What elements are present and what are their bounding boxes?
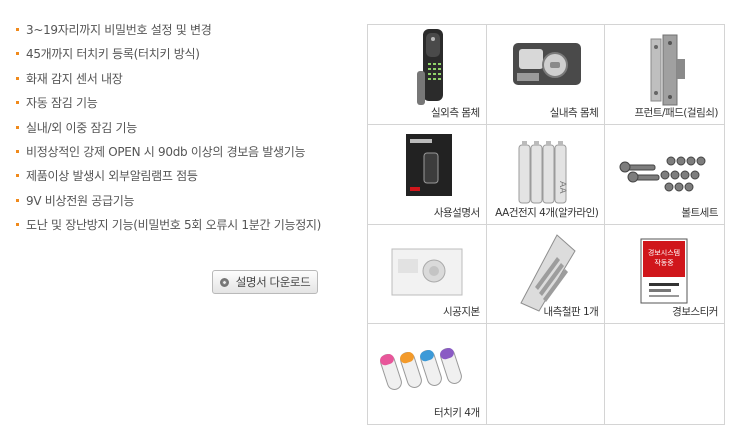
feature-item: 제품이상 발생시 외부알림램프 점등 (14, 164, 321, 188)
component-cell-empty (487, 324, 606, 424)
bullet-icon (16, 198, 19, 202)
component-label: 내측철판 1개 (543, 306, 599, 319)
feature-item: 도난 및 장난방지 기능(비밀번호 5회 오류시 1분간 기능정지) (14, 213, 321, 237)
steel-plate-icon (519, 233, 576, 312)
feature-item: 화재 감지 센서 내장 (14, 67, 321, 91)
outdoor-body-icon (417, 29, 443, 105)
bullet-icon (16, 52, 19, 56)
svg-text:작동중: 작동중 (655, 258, 675, 267)
bullet-icon (16, 174, 19, 178)
bullet-icon (16, 76, 19, 80)
template-icon (391, 248, 463, 295)
component-label: 실외측 몸체 (431, 106, 480, 119)
feature-item: 비정상적인 강제 OPEN 시 90db 이상의 경보음 발생기능 (14, 140, 321, 164)
component-label: 실내측 몸체 (549, 106, 599, 119)
component-cell-outdoor-body: 실외측 몸체 (368, 25, 487, 125)
component-cell-manual: 사용설명서 (368, 124, 487, 225)
component-cell-front-pad: 프런트/패드(걸림쇠) (605, 25, 724, 125)
component-cell-empty (605, 324, 724, 424)
component-cell-battery: AA AA건전지 4개(알카라인) (486, 124, 606, 225)
feature-item: 3~19자리까지 비밀번호 설정 및 변경 (14, 18, 321, 42)
svg-text:경보시스템: 경보시스템 (648, 248, 680, 257)
component-cell-bolt-set: 볼트세트 (605, 125, 724, 225)
alarm-sticker-icon: 경보시스템 작동중 (640, 238, 688, 303)
component-label: 프런트/패드(걸림쇠) (634, 106, 718, 119)
bolt-set-icon (619, 156, 706, 192)
indoor-body-icon (512, 43, 581, 85)
bullet-icon (16, 101, 19, 105)
radio-button-icon (219, 277, 229, 287)
feature-item: 45개까지 터치키 등록(터치키 방식) (14, 42, 321, 66)
components-grid: 실외측 몸체 실내측 몸체 프런트/패드(걸림쇠) 사용설명 (367, 24, 725, 425)
component-label: 경보스티커 (672, 306, 718, 319)
component-label: 시공지본 (443, 306, 480, 319)
component-label: 터치키 4개 (433, 407, 480, 419)
feature-item: 자동 잠김 기능 (14, 91, 321, 115)
front-pad-icon (650, 34, 686, 106)
touch-key-icon (380, 348, 462, 391)
feature-list: 3~19자리까지 비밀번호 설정 및 변경 45개까지 터치키 등록(터치키 방… (14, 18, 321, 238)
battery-icon: AA (518, 140, 567, 204)
feature-item: 실내/외 이중 잠김 기능 (14, 116, 321, 140)
bullet-icon (16, 223, 19, 227)
component-cell-indoor-body: 실내측 몸체 (486, 25, 606, 125)
component-cell-alarm-sticker: 경보시스템 작동중 경보스티커 (605, 225, 724, 325)
component-cell-steel-plate: 내측철판 1개 (486, 224, 606, 325)
component-label: AA건전지 4개(알카라인) (495, 206, 599, 219)
component-label: 사용설명서 (433, 206, 480, 219)
manual-download-button[interactable]: 설명서 다운로드 (212, 270, 318, 294)
component-cell-touch-key: 터치키 4개 (368, 324, 487, 424)
feature-item: 9V 비상전원 공급기능 (14, 189, 321, 213)
component-cell-template: 시공지본 (368, 224, 487, 325)
svg-text:AA: AA (557, 181, 567, 194)
component-label: 볼트세트 (681, 206, 718, 219)
bullet-icon (16, 150, 19, 154)
bullet-icon (16, 125, 19, 129)
bullet-icon (16, 28, 19, 31)
manual-icon (406, 133, 452, 196)
